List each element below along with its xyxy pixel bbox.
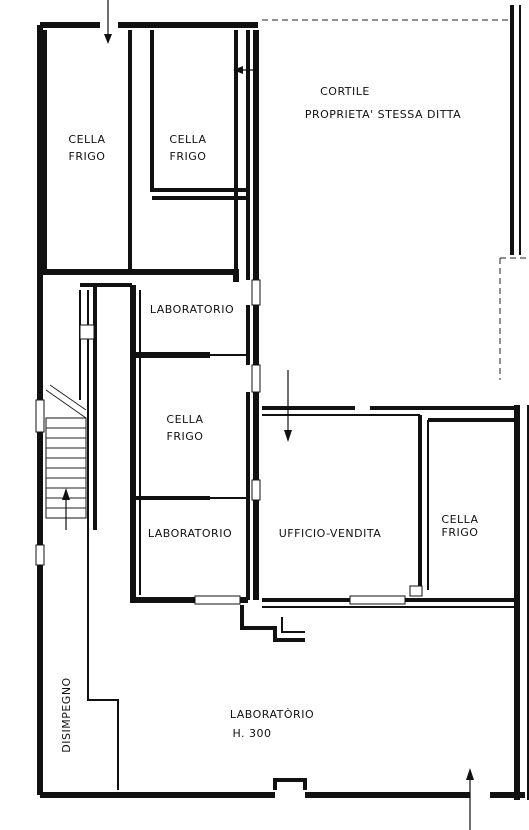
cella-frigo-4-label-2: FRIGO [442,526,479,539]
openings [35,279,423,605]
disimpegno-label: DISIMPEGNO [60,677,73,752]
cella-frigo-1-label: CELLA [68,133,105,146]
laboratorio-2-label: LABORATORIO [148,527,232,540]
entrance-arrows [62,0,474,830]
walls [37,5,529,800]
cortile-label: CORTILE [320,85,370,98]
cella-frigo-3-label-2: FRIGO [167,430,204,443]
laboratorio-height-label: H. 300 [232,727,271,740]
cella-frigo-2-label-2: FRIGO [170,150,207,163]
cella-frigo-4-label: CELLA [441,513,478,526]
cella-frigo-1-label-2: FRIGO [69,150,106,163]
laboratorio-1-label: LABORATORIO [150,303,234,316]
cortile-owner-label: PROPRIETA' STESSA DITTA [305,108,461,121]
room-labels: CORTILE PROPRIETA' STESSA DITTA CELLA FR… [60,85,479,753]
laboratorio-main-label: LABORATÒRIO [230,708,314,721]
cella-frigo-2-label: CELLA [169,133,206,146]
ufficio-vendita-label: UFFICIO-VENDITA [279,527,381,540]
cella-frigo-3-label: CELLA [166,413,203,426]
courtyard-boundary [262,19,528,380]
